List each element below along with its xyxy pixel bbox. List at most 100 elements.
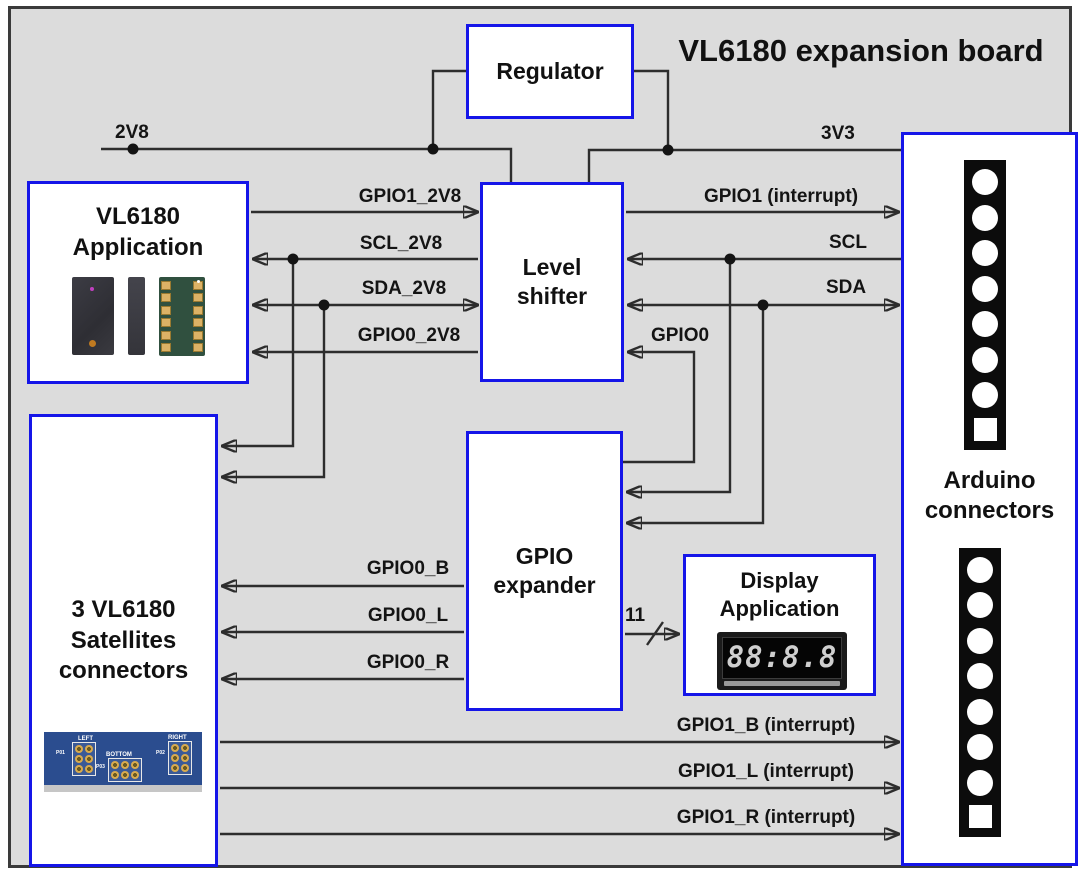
chip-pad <box>160 293 171 303</box>
satellites-pcb-photo: LEFT BOTTOM RIGHT P01 P03 P02 <box>44 732 202 785</box>
chip-pad <box>192 293 203 303</box>
satellites-pcb-edge <box>44 785 202 792</box>
pin-hole-circle <box>967 663 993 690</box>
pcb-pin <box>171 754 179 762</box>
pcb-pin <box>85 755 93 763</box>
label-scl: SCL <box>829 232 867 253</box>
pcb-pin <box>75 765 83 773</box>
level-shifter-box: Level shifter <box>480 182 624 382</box>
chip-pad <box>160 305 171 315</box>
satellites-connectors-box: 3 VL6180 Satellites connectors LEFT BOTT… <box>29 414 218 867</box>
gpio-expander-label-2: expander <box>493 572 596 598</box>
pcb-pin <box>171 764 179 772</box>
pin-hole-circle <box>972 382 998 409</box>
vl6180-application-box: VL6180 Application <box>27 181 249 384</box>
arduino-pin-header-top <box>964 160 1006 450</box>
chip-pad <box>160 342 171 352</box>
chip-pad <box>160 318 171 328</box>
pcb-pin <box>111 761 119 769</box>
label-2v8: 2V8 <box>115 122 149 143</box>
vl6180-application-label-2: Application <box>72 233 204 261</box>
satellites-label-1: 3 VL6180 <box>71 596 176 623</box>
pin-hole-circle <box>972 169 998 195</box>
wire-3v3 <box>587 148 901 182</box>
seven-segment-display-icon: 88:8.8 <box>717 632 847 690</box>
diagram-frame: VL6180 expansion board <box>8 6 1078 868</box>
satellites-label-2: Satellites <box>70 626 177 654</box>
pcb-pin <box>181 744 189 752</box>
label-gpio1-b-int: GPIO1_B (interrupt) <box>676 715 856 736</box>
pcb-pin <box>75 755 83 763</box>
pin-hole-circle <box>967 769 993 796</box>
wire-scl-drop <box>627 259 732 492</box>
gpio-expander-label-1: GPIO <box>515 542 574 569</box>
pcb-p02-label: P02 <box>156 750 165 756</box>
pin-hole-circle <box>967 698 993 725</box>
pin-hole-circle <box>972 346 998 373</box>
pin-hole-circle <box>972 311 998 338</box>
arduino-label-1: Arduino <box>943 467 1036 494</box>
pcb-right-connector <box>168 741 192 775</box>
pcb-pin <box>121 761 129 769</box>
chip-pad <box>192 330 203 340</box>
pcb-pin <box>181 754 189 762</box>
label-scl-2v8: SCL_2V8 <box>359 233 443 254</box>
label-sda-2v8: SDA_2V8 <box>361 278 447 299</box>
regulator-label: Regulator <box>496 57 604 84</box>
label-3v3: 3V3 <box>821 123 855 144</box>
label-gpio0-l: GPIO0_L <box>367 605 449 626</box>
chip-pad <box>160 281 171 290</box>
wire-gpio0 <box>623 352 696 464</box>
seven-segment-base <box>724 681 840 686</box>
label-gpio0: GPIO0 <box>650 325 710 346</box>
pcb-p01-label: P01 <box>56 750 65 756</box>
diagram-title: VL6180 expansion board <box>678 33 1044 68</box>
level-shifter-label-1: Level <box>522 253 582 280</box>
pcb-pin <box>85 765 93 773</box>
display-application-label-2: Application <box>719 596 840 622</box>
wire-scl-2v8-drop <box>222 259 295 446</box>
wire-sda-2v8-drop <box>222 305 326 477</box>
pcb-pin <box>85 745 93 753</box>
level-shifter-label-2: shifter <box>516 283 588 309</box>
pin-hole-circle <box>967 592 993 619</box>
pcb-pin <box>181 764 189 772</box>
pcb-left-connector <box>72 742 96 776</box>
pcb-bottom-connector <box>108 758 142 782</box>
pin-hole-circle <box>972 275 998 302</box>
pcb-bottom-label: BOTTOM <box>106 752 132 758</box>
pcb-pin <box>171 744 179 752</box>
pin-hole-square <box>968 804 992 828</box>
pin-hole-circle <box>972 204 998 231</box>
chip-pad <box>192 318 203 328</box>
gpio-expander-box: GPIO expander <box>466 431 623 711</box>
arduino-connectors-box: Arduino connectors <box>901 132 1078 866</box>
arduino-pin-header-bottom <box>959 548 1001 837</box>
display-application-box: Display Application 88:8.8 <box>683 554 876 696</box>
pcb-pin <box>131 771 139 779</box>
pcb-pin <box>121 771 129 779</box>
seven-segment-digits: 88:8.8 <box>722 637 842 679</box>
bus-slash <box>646 621 664 646</box>
wires-layer <box>101 69 901 877</box>
pin-hole-circle <box>967 627 993 654</box>
label-gpio1-2v8: GPIO1_2V8 <box>358 186 462 207</box>
pcb-pin <box>75 745 83 753</box>
chip-pad <box>160 330 171 340</box>
wire-sda-drop <box>627 305 765 523</box>
chip-pad <box>192 342 203 352</box>
pin-hole-circle <box>967 734 993 761</box>
pcb-left-label: LEFT <box>78 736 93 742</box>
chip-side-icon <box>127 277 145 355</box>
label-gpio0-b: GPIO0_B <box>366 558 450 579</box>
pcb-pin <box>111 771 119 779</box>
label-bus-width: 11 <box>625 605 646 626</box>
vl6180-chips-photo <box>30 277 246 356</box>
pcb-p03-label: P03 <box>96 764 105 770</box>
arduino-label-2: connectors <box>924 497 1055 524</box>
satellites-label-3: connectors <box>58 657 189 685</box>
pin-hole-square <box>973 417 997 441</box>
chip-pad <box>192 305 203 315</box>
pin-hole-circle <box>967 557 993 583</box>
